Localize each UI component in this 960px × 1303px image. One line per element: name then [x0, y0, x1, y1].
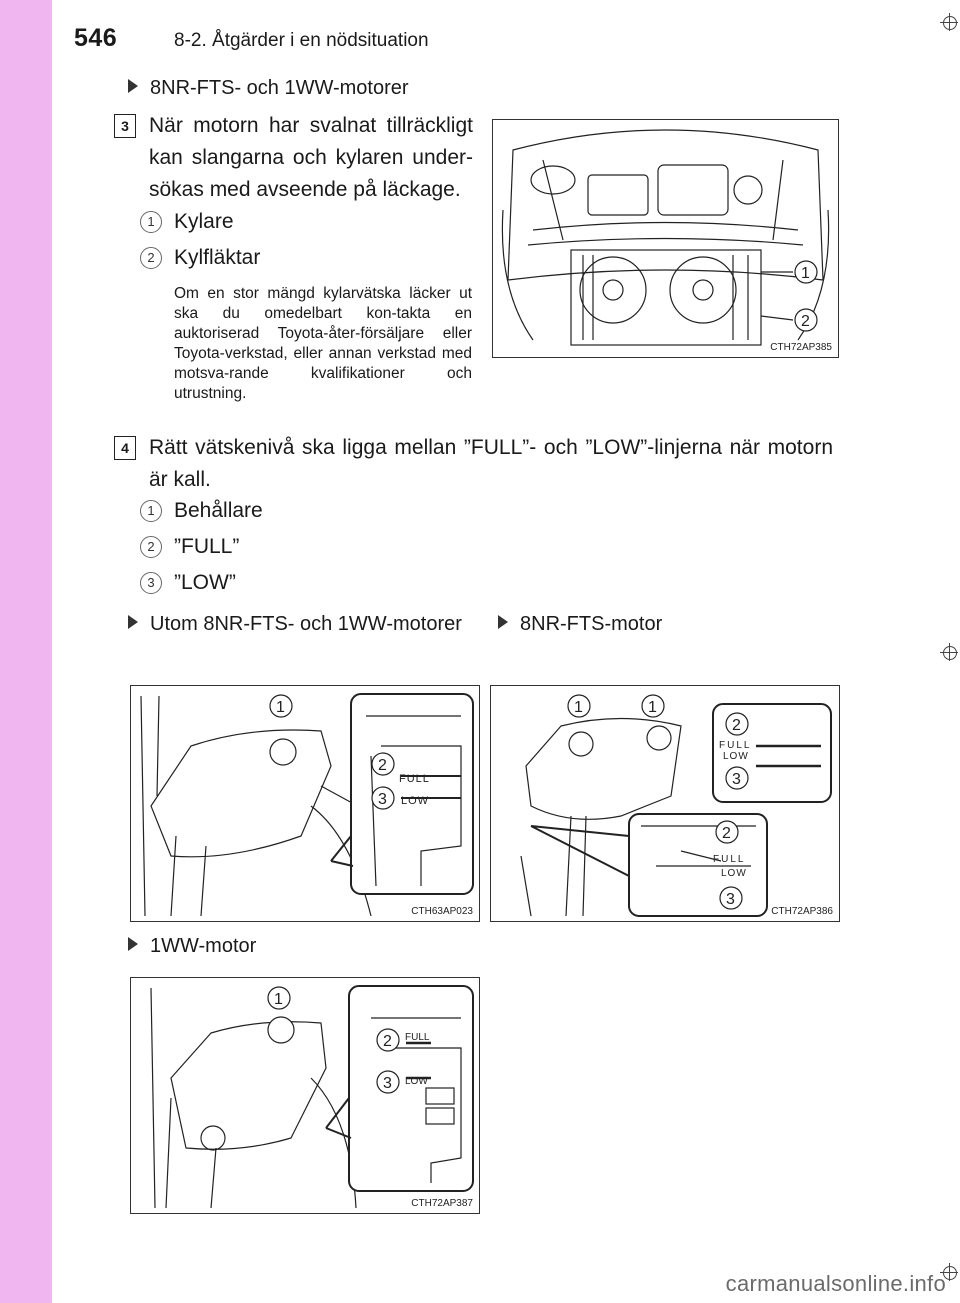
full-marking: FULL — [713, 854, 745, 865]
figure-callout: 1 — [801, 265, 810, 282]
reservoir-figure-1ww: FULL LOW 1 2 3 CTH72AP387 — [130, 977, 480, 1214]
figure-callout: 3 — [378, 791, 387, 808]
figure-code: CTH72AP386 — [771, 906, 833, 917]
low-marking: LOW — [401, 795, 429, 807]
low-marking: LOW — [721, 868, 747, 879]
figure-callout: 3 — [732, 771, 741, 788]
step-number-4: 4 — [114, 436, 136, 460]
figure-callout: 3 — [726, 891, 735, 908]
figure-callout: 1 — [648, 699, 657, 716]
engine-bay-illustration: 1 2 — [501, 129, 830, 346]
watermark: carmanualsonline.info — [725, 1271, 946, 1296]
subheading-8nr-1ww: 8NR-FTS- och 1WW-motorer — [128, 74, 409, 102]
figure-code: CTH63AP023 — [411, 906, 473, 917]
reservoir-illustration: FULL LOW FULL LOW 1 1 2 3 2 3 — [520, 694, 832, 917]
subheading-except-8nr-1ww: Utom 8NR-FTS- och 1WW-motorer — [128, 610, 463, 638]
figure-code: CTH72AP385 — [770, 342, 832, 353]
figure-code: CTH72AP387 — [411, 1198, 473, 1209]
figure-callout: 2 — [722, 825, 731, 842]
subheading-1ww: 1WW-motor — [128, 932, 256, 960]
step-number-3: 3 — [114, 114, 136, 138]
low-marking: LOW — [405, 1076, 428, 1087]
figure-callout: 3 — [383, 1075, 392, 1092]
triangle-bullet-icon — [128, 937, 138, 951]
full-marking: FULL — [399, 773, 430, 785]
full-marking: FULL — [405, 1032, 430, 1043]
triangle-bullet-icon — [498, 615, 508, 629]
figure-callout: 2 — [383, 1033, 392, 1050]
full-marking: FULL — [719, 740, 751, 751]
triangle-bullet-icon — [128, 615, 138, 629]
low-marking: LOW — [723, 751, 749, 762]
header-band — [52, 0, 960, 62]
figure-callout: 1 — [274, 991, 283, 1008]
figure-callout: 2 — [801, 313, 810, 330]
triangle-bullet-icon — [128, 79, 138, 93]
engine-bay-figure: 1 2 CTH72AP385 — [492, 119, 839, 358]
figure-callout: 1 — [574, 699, 583, 716]
step4-item-3: 3”LOW” — [140, 569, 236, 597]
reservoir-figure-standard: FULL LOW 1 2 3 CTH63AP023 — [130, 685, 480, 922]
step3-text: När motorn har svalnat tillräckligt kan … — [149, 114, 473, 201]
subheading-8nr: 8NR-FTS-motor — [498, 610, 662, 638]
reservoir-illustration: FULL LOW 1 2 3 — [150, 985, 474, 1209]
chapter-sidebar — [0, 0, 52, 1303]
figure-callout: 2 — [732, 717, 741, 734]
reservoir-illustration: FULL LOW 1 2 3 — [140, 693, 474, 917]
step4-text: Rätt vätskenivå ska ligga mellan ”FULL”-… — [149, 436, 833, 491]
figure-callout: 2 — [378, 757, 387, 774]
section-title: 8-2. Åtgärder i en nödsituation — [174, 30, 429, 51]
page-number: 546 — [74, 24, 118, 52]
step4-item-2: 2”FULL” — [140, 533, 239, 561]
figure-callout: 1 — [276, 699, 285, 716]
step3-note: Om en stor mängd kylarvätska läcker ut s… — [174, 285, 472, 402]
reservoir-figure-8nr: FULL LOW FULL LOW 1 1 2 3 2 3 CTH72AP386 — [490, 685, 840, 922]
